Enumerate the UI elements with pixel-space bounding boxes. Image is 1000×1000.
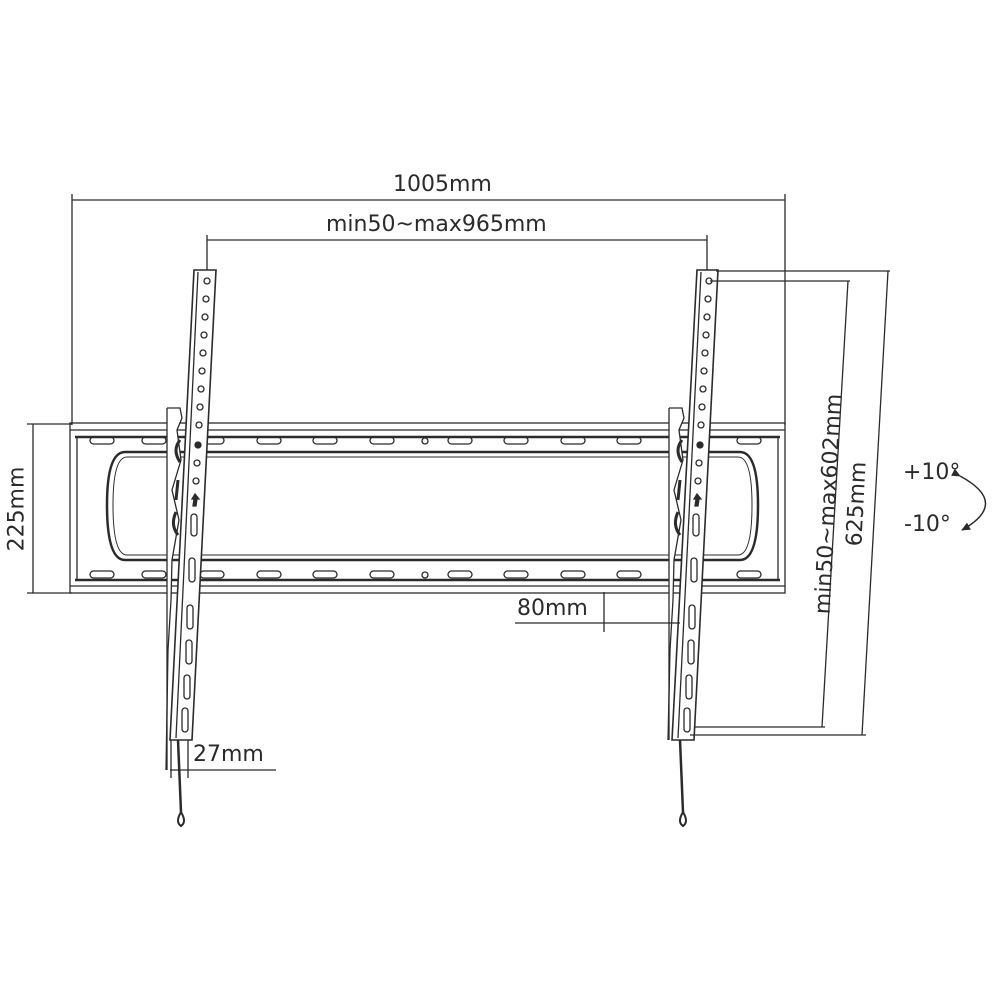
tilt-down-label: -10°: [904, 512, 951, 537]
plate-height-label: 225mm: [4, 466, 30, 552]
dimension-wall-offset: [515, 592, 680, 632]
tilt-up-label: +10°: [903, 460, 961, 485]
left-mounting-arm: [165, 269, 217, 828]
dimension-overall-width: [71, 194, 786, 425]
dimension-vesa-horizontal: [206, 235, 708, 275]
tilt-arc-arrow: [951, 468, 987, 531]
arm-depth-label: 27mm: [193, 742, 264, 767]
arm-length-label: 625mm: [842, 460, 872, 547]
overall-width-label: 1005mm: [393, 172, 492, 197]
wall-offset-label: 80mm: [517, 596, 588, 621]
dimension-arm-length: [690, 270, 890, 736]
right-mounting-arm: [667, 269, 719, 828]
dimension-plate-height: [27, 423, 72, 594]
bottom-slot-row: [89, 570, 762, 579]
dimension-vesa-vertical: [694, 280, 850, 728]
top-slot-row: [89, 436, 762, 445]
vesa-horizontal-label: min50~max965mm: [326, 212, 547, 237]
dimension-arm-depth: [170, 740, 276, 778]
